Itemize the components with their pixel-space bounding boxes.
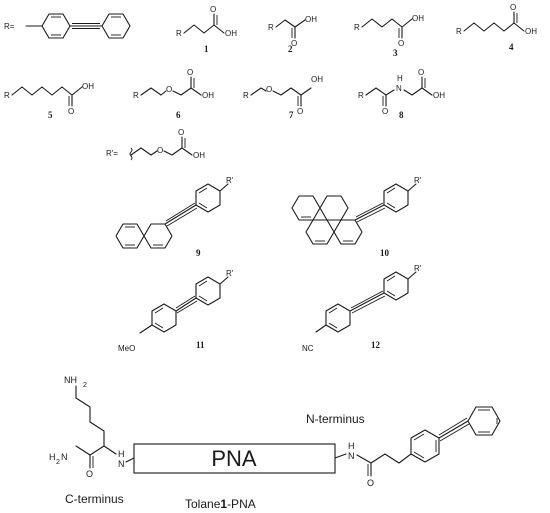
compound-number: 3: [393, 48, 398, 58]
compound-number: 1: [204, 44, 209, 54]
hydroxyl-label: OH: [202, 91, 214, 100]
compound-10: R' 10: [291, 176, 422, 258]
compound-11: MeO R' 11: [118, 269, 234, 353]
oxygen-label: O: [510, 3, 516, 12]
r-label: R: [4, 91, 10, 100]
oxygen-label: O: [178, 128, 184, 137]
oxygen-label: O: [187, 68, 193, 77]
nh-left-h: H: [118, 449, 125, 459]
n-terminus-label: N-terminus: [306, 412, 365, 426]
terminal-amide-n: N: [61, 452, 68, 462]
hydroxyl-label: OH: [525, 27, 537, 36]
nitrile-label: NC: [302, 344, 314, 353]
nh-right-n: N: [348, 451, 355, 461]
compound-7: R O O OH 7: [243, 75, 323, 120]
compound-number: 7: [289, 110, 294, 120]
nh-left-n: N: [118, 459, 125, 469]
r-prime-definition: R'= O O OH: [106, 128, 205, 161]
benzene-ring: [101, 13, 131, 39]
r-definition: R=: [4, 13, 131, 39]
r-label: R: [456, 27, 462, 36]
hydroxyl-label: OH: [433, 91, 445, 100]
r-prime-label: R': [226, 176, 234, 185]
oxygen-label: O: [68, 107, 74, 116]
oxygen-label: O: [418, 68, 424, 77]
oxygen-label: O: [210, 5, 216, 14]
r-label: R: [358, 91, 364, 100]
r-prime-label: R'=: [106, 149, 118, 158]
compound-number: 10: [380, 248, 390, 258]
benzene-ring: [41, 13, 71, 39]
compound-number: 5: [48, 110, 53, 120]
amine-subscript: 2: [83, 382, 87, 389]
benzene-ring: [325, 303, 351, 333]
hydroxyl-label: OH: [412, 14, 424, 23]
r-label: R: [268, 23, 274, 32]
r-label: R: [243, 91, 249, 100]
oxygen-label: O: [398, 39, 404, 48]
r-label: R: [133, 91, 139, 100]
benzene-ring: [195, 276, 221, 306]
caption-prefix: Tolane: [185, 497, 221, 511]
benzene-ring: [151, 303, 177, 333]
hydroxyl-label: OH: [225, 29, 237, 38]
r-label: R=: [4, 22, 15, 31]
pna-box: [133, 443, 336, 474]
caption-number: 1: [220, 497, 227, 511]
compound-number: 4: [509, 42, 514, 52]
compound-2: R O OH 2: [268, 15, 317, 54]
compound-number: 11: [196, 340, 205, 350]
compound-1: R O OH 1: [176, 5, 237, 54]
ether-oxygen: O: [157, 146, 163, 155]
methoxy-label: MeO: [118, 344, 135, 353]
c-terminus-label: C-terminus: [65, 492, 124, 506]
compound-3: R O OH 3: [354, 14, 424, 58]
caption-suffix: -PNA: [227, 497, 256, 511]
nh-right-h: H: [348, 441, 355, 451]
nh-nitrogen: N: [396, 84, 402, 93]
compound-12: NC R' 12: [302, 264, 422, 353]
compound-9: R' 9: [115, 176, 234, 258]
compound-4: R O OH 4: [456, 3, 537, 52]
oxygen-label: O: [382, 107, 388, 116]
conjugate-caption: Tolane1-PNA: [185, 497, 256, 511]
oxygen-label: O: [297, 107, 303, 116]
r-prime-label: R': [226, 269, 234, 278]
compound-5: R O OH 5: [4, 82, 94, 120]
r-label: R: [176, 29, 182, 38]
r-label: R: [354, 23, 360, 32]
pna-label: PNA: [211, 446, 257, 471]
nh-hydrogen: H: [397, 74, 403, 83]
benzene-ring: [410, 429, 440, 463]
hydroxyl-label: OH: [82, 82, 94, 91]
terminal-amide-h: H: [49, 452, 56, 462]
ether-oxygen: O: [166, 85, 172, 94]
tolane-pna-conjugate: NH 2 H 2 N O H N PNA H N O: [49, 375, 501, 511]
amine-label: NH: [64, 375, 77, 385]
compound-8: R O H N O OH 8: [358, 68, 445, 120]
compound-6: R O O OH 6: [133, 68, 214, 120]
compound-number: 12: [371, 340, 381, 350]
hydroxyl-label: OH: [305, 15, 317, 24]
amide-oxygen: O: [86, 469, 93, 479]
hydroxyl-label: OH: [193, 151, 205, 160]
ether-oxygen: O: [266, 85, 272, 94]
benzene-ring: [383, 271, 409, 301]
compound-number: 6: [176, 110, 181, 120]
benzene-ring: [195, 183, 221, 213]
hydroxyl-label: OH: [311, 75, 323, 84]
terminal-amide-subscript: 2: [56, 459, 60, 466]
carbonyl-oxygen: O: [367, 478, 374, 488]
benzene-ring: [383, 183, 409, 213]
compound-number: 2: [288, 44, 293, 54]
r-prime-label: R': [414, 176, 422, 185]
oxygen-label: O: [291, 39, 297, 48]
compound-number: 9: [196, 248, 201, 258]
compound-number: 8: [399, 110, 404, 120]
r-prime-label: R': [414, 264, 422, 273]
benzene-ring: [467, 406, 501, 436]
